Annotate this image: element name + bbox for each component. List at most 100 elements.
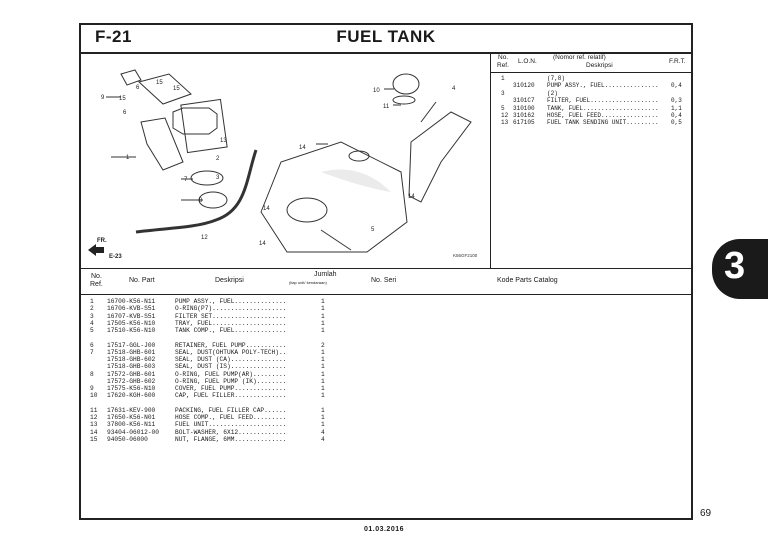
catalog-header: No. Ref. No. Part Deskripsi Jumlah (tiap… [81,268,691,295]
catalog-cell-part: 17518-GHB-601 [107,348,156,356]
lon-cell-frt: 0,4 [671,82,682,90]
page-header: F-21 FUEL TANK [81,25,691,54]
ref-label: E-23 [109,254,122,260]
o-ring-part [198,191,228,209]
callout-9: 9 [101,95,105,101]
lon-cell-ref: 3 [501,89,505,97]
catalog-cell-ref: 2 [90,305,94,313]
catalog-cell-qty: 2 [321,341,325,349]
catalog-cell-desc: TRAY, FUEL.................... [175,319,287,327]
front-arrow-label: FR. [97,238,107,244]
lon-cell-frt: 0,3 [671,97,682,105]
catalog-cell-ref: 7 [90,348,94,356]
seal-ring-part [190,170,224,186]
callout-12: 12 [201,235,208,241]
section-tab-number: 3 [724,245,746,287]
catalog-cell-ref: 5 [90,327,94,334]
catalog-header-desc: Deskripsi [215,277,244,284]
callout-14a: 14 [299,145,306,151]
front-arrow-icon [88,244,104,256]
catalog-cell-part: 17517-GGL-J00 [107,341,156,349]
lon-cell-ref: 13 [501,119,509,127]
lon-cell-lon: 3101C7 [513,97,535,105]
lon-cell-lon: 617105 [513,119,535,127]
catalog-cell-desc: SEAL, DUST (CA)............... [175,356,287,363]
lon-cell-ref: 1 [501,75,505,82]
catalog-row: 17518-GHB-602 SEAL, DUST (CA)............… [81,356,691,363]
pump-plate-part [137,73,192,105]
catalog-cell-ref: 6 [90,341,94,349]
catalog-cell-ref: 8 [90,370,94,378]
catalog-cell-ref: 13 [90,421,98,429]
catalog-cell-ref: 10 [90,392,98,400]
catalog-cell-qty: 1 [321,406,325,414]
page-title: FUEL TANK [336,27,436,46]
catalog-header-qty-sub: (tiap unit/ kendaraan) [289,280,327,285]
fuel-tray-part [408,111,472,203]
lon-cell-desc: HOSE, FUEL FEED................ [547,112,659,119]
lon-cell-lon: 310100 [513,104,535,112]
catalog-cell-part: 17650-K56-N01 [107,414,156,421]
callout-14d: 14 [408,194,415,200]
catalog-cell-qty: 1 [321,363,325,371]
catalog-header-serial: No. Seri [371,277,397,284]
catalog-cell-qty: 1 [321,327,325,334]
lon-cell-desc: TANK, FUEL..................... [547,104,659,112]
lon-cell-desc: (7,8) [547,75,566,82]
catalog-cell-part: 16700-K56-N11 [107,298,156,305]
filler-packing-part [392,95,416,105]
lon-table-header: No. Ref. L.O.N. (Nomor ref. relatif) Des… [491,52,691,73]
catalog-cell-qty: 1 [321,298,325,305]
callout-6a: 6 [136,85,140,91]
lon-row: 1 (7,8) [491,75,691,82]
lon-cell-frt: 0,4 [671,112,682,119]
lon-cell-lon: 310162 [513,112,535,119]
catalog-cell-qty: 1 [321,348,325,356]
catalog-cell-desc: O-RING(P7).................... [175,305,287,313]
catalog-cell-desc: PACKING, FUEL FILLER CAP...... [175,406,287,414]
catalog-cell-part: 17575-K56-N10 [107,385,156,392]
catalog-header-part: No. Part [129,277,155,284]
catalog-cell-part: 17510-K56-N10 [107,327,156,334]
lon-cell-desc: FUEL TANK SENDING UNIT......... [547,119,659,127]
pump-cover-part [120,69,142,86]
catalog-cell-part: 17518-GHB-603 [107,363,156,371]
lon-cell-desc: (2) [547,89,558,97]
fuel-hose-part [135,149,258,234]
catalog-cell-qty: 1 [321,356,325,363]
callout-4: 4 [452,86,456,92]
catalog-cell-qty: 1 [321,377,325,385]
catalog-cell-qty: 1 [321,385,325,392]
catalog-cell-part: 17572-GHB-601 [107,370,156,378]
lon-row: 13 617105 FUEL TANK SENDING UNIT......... 0… [491,119,691,126]
catalog-page-frame: F-21 FUEL TANK [79,23,693,520]
lon-row: 3 (2) [491,90,691,97]
catalog-cell-part: 17631-KEV-900 [107,406,156,414]
catalog-cell-qty: 1 [321,319,325,327]
catalog-cell-part: 16707-KVB-S51 [107,312,156,320]
filler-cap-part [392,73,420,95]
lon-cell-frt: 0,5 [671,119,682,127]
catalog-cell-part: 17518-GHB-602 [107,356,156,363]
fuel-unit-part [140,117,184,171]
catalog-cell-part: 16706-KVB-S51 [107,305,156,313]
lon-header-no: No. [498,54,509,61]
catalog-cell-part: 17620-KGH-600 [107,392,156,400]
catalog-row: 2 16706-KVB-S51 O-RING(P7)................… [81,305,691,312]
catalog-cell-ref: 12 [90,414,98,421]
catalog-cell-desc: PUMP ASSY., FUEL.............. [175,298,287,305]
figure-code: K56GF2100 [453,253,478,258]
